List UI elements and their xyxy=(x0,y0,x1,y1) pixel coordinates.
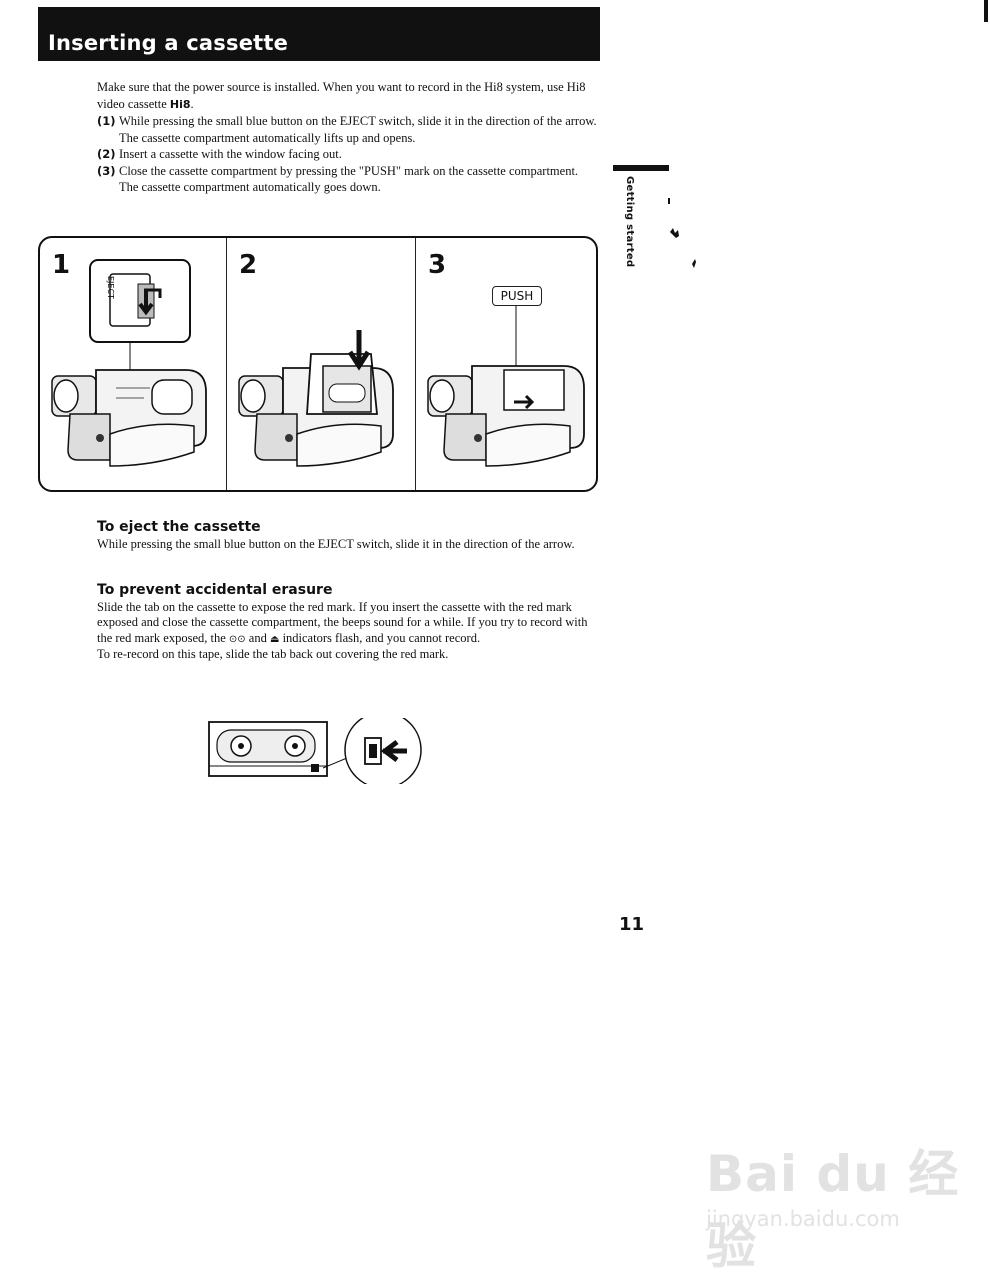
instruction-figure: 1 EJECT 2 xyxy=(38,236,598,492)
header-bar: Inserting a cassette xyxy=(38,7,600,61)
step-2: (2)Insert a cassette with the window fac… xyxy=(97,146,597,163)
intro-paragraph: Make sure that the power source is insta… xyxy=(97,79,597,113)
panel-number: 3 xyxy=(428,250,447,280)
watermark-url: jingyan.baidu.com xyxy=(706,1207,900,1231)
page-title: Inserting a cassette xyxy=(48,31,289,55)
page-number: 11 xyxy=(619,914,645,935)
eject-text: While pressing the small blue button on … xyxy=(97,536,575,551)
erasure-text-2: and xyxy=(245,630,270,645)
panel-number: 2 xyxy=(239,250,258,280)
section-label: Getting started xyxy=(624,176,635,268)
step-1: (1)While pressing the small blue button … xyxy=(97,113,597,146)
figure-panel-3: 3 PUSH xyxy=(415,238,597,490)
figure-panel-2: 2 xyxy=(226,238,416,490)
steps-list: (1)While pressing the small blue button … xyxy=(97,113,597,196)
step-text: While pressing the small blue button on … xyxy=(119,114,597,145)
erasure-text: Slide the tab on the cassette to expose … xyxy=(97,600,602,648)
rerecord-text: To re-record on this tape, slide the tab… xyxy=(97,647,449,661)
camcorder-insert-illustration xyxy=(238,330,394,467)
erasure-section: To prevent accidental erasure Slide the … xyxy=(97,582,602,663)
step-text: Close the cassette compartment by pressi… xyxy=(119,163,579,195)
panel-number: 1 xyxy=(52,250,71,280)
step-text: Insert a cassette with the window facing… xyxy=(119,147,342,161)
erasure-text-3: indicators flash, and you cannot record. xyxy=(279,630,481,645)
eject-switch-label: EJECT xyxy=(106,276,115,299)
hi8-logo: Hi8 xyxy=(169,97,191,111)
erasure-heading: To prevent accidental erasure xyxy=(97,582,333,598)
cassette-tab-illustration xyxy=(208,718,422,784)
step-3: (3)Close the cassette compartment by pre… xyxy=(97,163,597,196)
step-number: (2) xyxy=(97,147,116,161)
intro-block: Make sure that the power source is insta… xyxy=(97,79,597,196)
page-edge-rule xyxy=(984,0,988,22)
watermark-logo: Bai du 经验 xyxy=(706,1145,960,1275)
camcorder-eject-illustration xyxy=(51,259,207,467)
push-mark-label: PUSH xyxy=(492,286,542,306)
intro-text: Make sure that the power source is insta… xyxy=(97,80,586,111)
camcorder-close-illustration xyxy=(427,306,585,467)
eject-heading: To eject the cassette xyxy=(97,519,261,535)
figure-panel-1: 1 EJECT xyxy=(40,238,226,490)
step-number: (1) xyxy=(97,114,116,128)
section-tab-marker xyxy=(613,165,669,171)
eject-indicator-icon: ⏏ xyxy=(269,633,280,645)
erasure-text-1: Slide the tab on the cassette to expose … xyxy=(97,599,588,645)
eject-section: To eject the cassette While pressing the… xyxy=(97,519,602,552)
intro-text-end: . xyxy=(190,96,194,111)
tape-indicator-icon: ⊙⊙ xyxy=(228,633,246,645)
step-number: (3) xyxy=(97,163,116,178)
scan-specks xyxy=(668,198,696,268)
